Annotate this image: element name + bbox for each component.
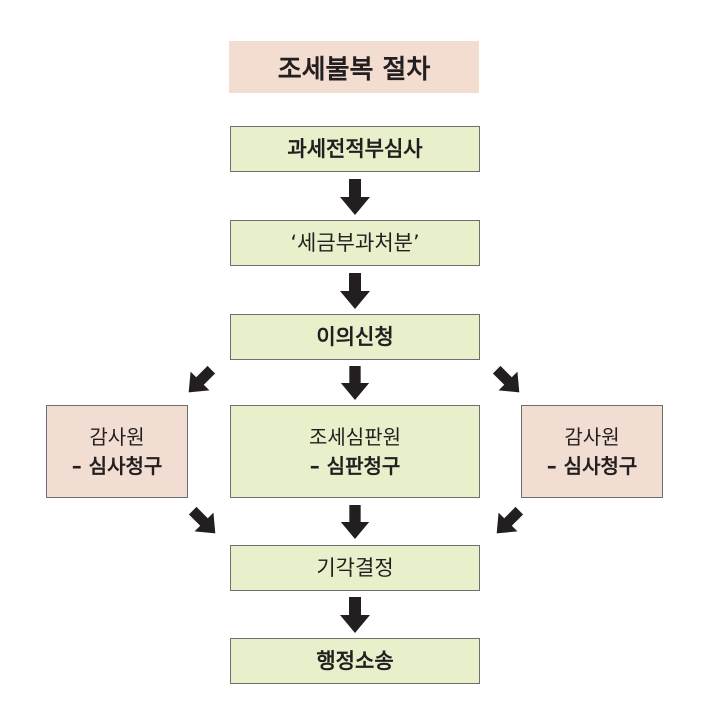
step-tax-assessment: ‘세금부과처분’ — [230, 220, 480, 266]
step-tax-assessment-label: ‘세금부과처분’ — [290, 230, 420, 255]
audit-review-request-right: – 심사청구 — [546, 453, 638, 478]
arrow-down-right-icon — [188, 506, 216, 534]
diagram-title-text: 조세불복 절차 — [277, 54, 431, 85]
step-pre-assessment-review-label: 과세전적부심사 — [287, 136, 423, 161]
audit-board-name-left: 감사원 — [89, 424, 145, 449]
tax-tribunal-appeal: 조세심판원 – 심판청구 — [230, 405, 480, 498]
diagram-title: 조세불복 절차 — [229, 41, 479, 93]
step-pre-assessment-review: 과세전적부심사 — [230, 126, 480, 172]
arrow-down-icon — [340, 179, 370, 215]
step-administrative-litigation-label: 행정소송 — [316, 648, 394, 673]
tax-tribunal-name: 조세심판원 — [309, 424, 401, 449]
step-objection-label: 이의신청 — [316, 324, 394, 349]
step-dismissal-decision-label: 기각결정 — [316, 555, 394, 580]
step-dismissal-decision: 기각결정 — [230, 545, 480, 591]
audit-review-request-left: – 심사청구 — [71, 453, 163, 478]
audit-board-review-left: 감사원 – 심사청구 — [46, 405, 188, 498]
step-administrative-litigation: 행정소송 — [230, 638, 480, 684]
arrow-down-left-icon — [188, 365, 216, 393]
arrow-down-icon — [340, 597, 370, 633]
arrow-down-left-icon — [496, 506, 524, 534]
arrow-down-icon — [340, 273, 370, 309]
step-objection: 이의신청 — [230, 314, 480, 360]
arrow-down-icon — [340, 366, 370, 400]
tribunal-appeal-request: – 심판청구 — [309, 453, 401, 478]
audit-board-review-right: 감사원 – 심사청구 — [521, 405, 663, 498]
audit-board-name-right: 감사원 — [564, 424, 620, 449]
arrow-down-icon — [340, 505, 370, 539]
arrow-down-right-icon — [492, 365, 520, 393]
